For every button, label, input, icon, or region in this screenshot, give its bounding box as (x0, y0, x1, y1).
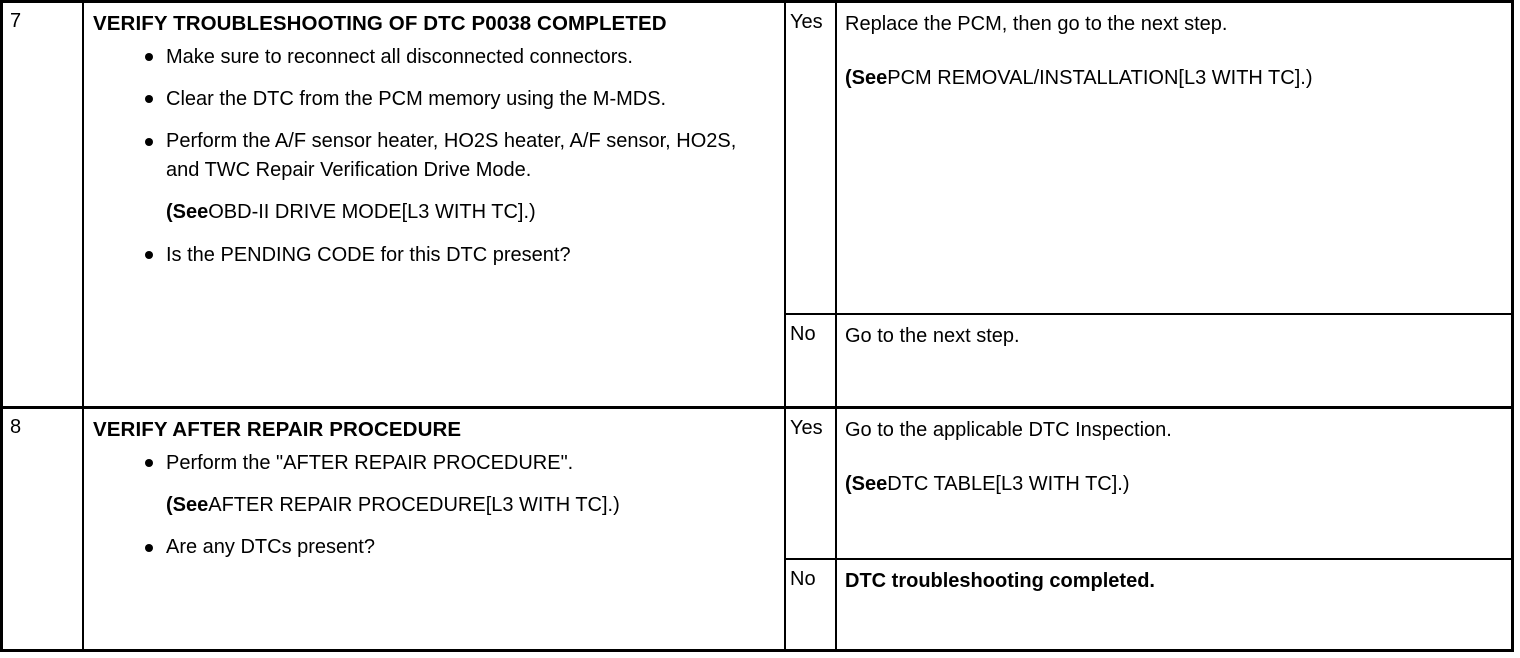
answer-result-cell-7-yes: Replace the PCM, then go to the next ste… (836, 3, 1511, 315)
see-prefix: (See (845, 67, 888, 90)
see-target: DTC TABLE[L3 WITH TC].) (887, 473, 1130, 496)
answer-result-cell-8-no: DTC troubleshooting completed. (836, 559, 1511, 649)
result-text: DTC troubleshooting completed. (845, 569, 1155, 592)
step-number-cell-8: 8 (3, 407, 84, 649)
table-row: No Go to the next step. (3, 314, 1511, 409)
step-question-list: Are any DTCs present? (93, 533, 774, 561)
answer-label: No (790, 323, 816, 345)
step-bullet-list: Perform the "AFTER REPAIR PROCEDURE". (93, 449, 774, 477)
list-item: Perform the A/F sensor heater, HO2S heat… (93, 127, 774, 184)
see-prefix: (See (166, 201, 209, 224)
answer-label: Yes (790, 416, 823, 439)
result-text: Go to the applicable DTC Inspection. (845, 418, 1172, 441)
bullet-icon (145, 543, 153, 552)
see-target: PCM REMOVAL/INSTALLATION[L3 WITH TC].) (887, 67, 1313, 90)
troubleshooting-grid: 7 VERIFY TROUBLESHOOTING OF DTC P0038 CO… (3, 3, 1511, 649)
step-bullet-list: Make sure to reconnect all disconnected … (93, 43, 774, 185)
step-body: VERIFY TROUBLESHOOTING OF DTC P0038 COMP… (84, 3, 784, 275)
see-target: OBD-II DRIVE MODE[L3 WITH TC].) (208, 201, 536, 224)
answer-label-cell-7-yes: Yes (785, 3, 837, 315)
bullet-icon (145, 458, 153, 467)
bullet-text: Perform the "AFTER REPAIR PROCEDURE". (166, 451, 574, 474)
result-text: Go to the next step. (845, 325, 1020, 347)
result-text: Replace the PCM, then go to the next ste… (845, 13, 1228, 35)
step-number: 8 (10, 415, 22, 438)
see-prefix: (See (845, 473, 888, 496)
result-reference: (SeePCM REMOVAL/INSTALLATION[L3 WITH TC]… (845, 64, 1501, 92)
step-number-cell-7: 7 (3, 3, 84, 409)
list-item: Make sure to reconnect all disconnected … (93, 43, 774, 71)
step-body: VERIFY AFTER REPAIR PROCEDURE Perform th… (84, 409, 784, 568)
answer-result: Replace the PCM, then go to the next ste… (837, 3, 1511, 99)
bullet-text: Are any DTCs present? (166, 536, 375, 559)
list-item: Are any DTCs present? (93, 533, 774, 561)
bullet-text: Clear the DTC from the PCM memory using … (166, 88, 667, 111)
step-body-cell-7: VERIFY TROUBLESHOOTING OF DTC P0038 COMP… (83, 3, 786, 409)
bullet-text: Is the PENDING CODE for this DTC present… (166, 243, 571, 266)
answer-result-cell-7-no: Go to the next step. (836, 314, 1511, 409)
step-body-cell-8: VERIFY AFTER REPAIR PROCEDURE Perform th… (83, 407, 786, 649)
bullet-text: Perform the A/F sensor heater, HO2S heat… (166, 130, 737, 181)
see-prefix: (See (166, 493, 209, 516)
bullet-icon (145, 53, 153, 62)
answer-result: Go to the next step. (837, 315, 1511, 356)
bullet-icon (145, 95, 153, 104)
answer-label-cell-8-yes: Yes (785, 407, 837, 560)
answer-label: Yes (790, 11, 823, 33)
step-number: 7 (10, 10, 22, 32)
list-item: Clear the DTC from the PCM memory using … (93, 85, 774, 113)
bullet-text: Make sure to reconnect all disconnected … (166, 45, 633, 68)
step-question-list: Is the PENDING CODE for this DTC present… (93, 241, 774, 269)
answer-label-cell-8-no: No (785, 558, 837, 649)
list-item: Is the PENDING CODE for this DTC present… (93, 241, 774, 269)
answer-result: Go to the applicable DTC Inspection. (Se… (837, 409, 1511, 505)
table-row: 8 VERIFY AFTER REPAIR PROCEDURE Perform … (3, 407, 1511, 649)
answer-result-cell-8-yes: Go to the applicable DTC Inspection. (Se… (836, 407, 1511, 560)
answer-result: DTC troubleshooting completed. (837, 560, 1511, 601)
see-target: AFTER REPAIR PROCEDURE[L3 WITH TC].) (208, 493, 620, 516)
table-row: No DTC troubleshooting completed. (3, 558, 1511, 649)
step-heading: VERIFY AFTER REPAIR PROCEDURE (93, 417, 462, 441)
step-heading: VERIFY TROUBLESHOOTING OF DTC P0038 COMP… (93, 12, 667, 35)
answer-label-cell-7-no: No (785, 314, 837, 409)
table-row: 7 VERIFY TROUBLESHOOTING OF DTC P0038 CO… (3, 3, 1511, 409)
bullet-icon (145, 137, 153, 146)
answer-label: No (790, 567, 816, 590)
bullet-icon (145, 251, 153, 260)
list-item: Perform the "AFTER REPAIR PROCEDURE". (93, 449, 774, 477)
result-reference: (SeeDTC TABLE[L3 WITH TC].) (845, 470, 1501, 498)
see-reference: (SeeAFTER REPAIR PROCEDURE[L3 WITH TC].) (93, 491, 774, 519)
see-reference: (SeeOBD-II DRIVE MODE[L3 WITH TC].) (93, 198, 774, 226)
